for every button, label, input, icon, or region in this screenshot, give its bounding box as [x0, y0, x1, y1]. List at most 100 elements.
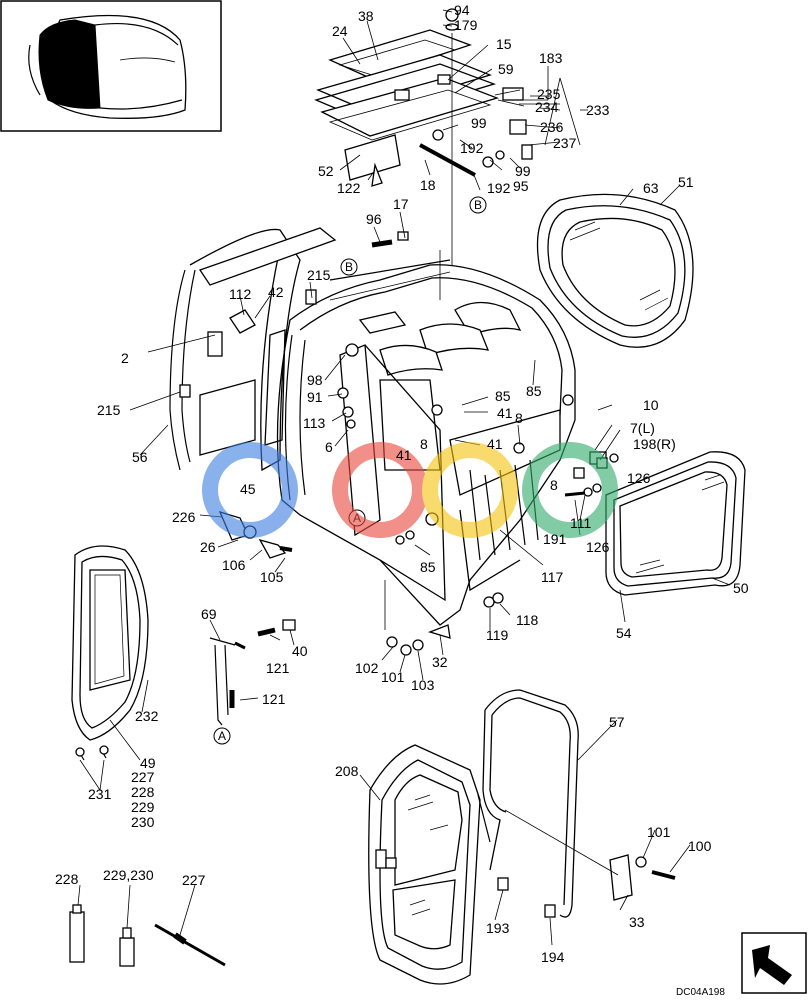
callout-229: 229: [131, 799, 155, 815]
callout-105: 105: [260, 569, 284, 585]
callout-119: 119: [486, 627, 509, 643]
callout-229-230: 229,230: [103, 867, 154, 883]
callout-labels: 94 179 38 24 15 59 183 235 234 233 236 2…: [55, 2, 749, 965]
callout-121: 121: [262, 691, 286, 707]
callout-15: 15: [496, 36, 512, 52]
callout-98: 98: [307, 372, 323, 388]
callout-183: 183: [539, 50, 563, 66]
cgsc-watermark: [202, 442, 618, 538]
callout-94: 94: [454, 2, 470, 18]
callout-215: 215: [307, 267, 331, 283]
callout-235: 235: [537, 86, 561, 102]
callout-38: 38: [358, 8, 374, 24]
callout-91: 91: [307, 389, 323, 405]
callout-56: 56: [132, 449, 148, 465]
callout-101: 101: [647, 824, 671, 840]
roof-window-glass: [536, 193, 694, 348]
callout-106: 106: [222, 557, 246, 573]
callout-63: 63: [643, 180, 659, 196]
callout-7l: 7(L): [630, 420, 655, 436]
roof-hatch-assembly: [314, 8, 533, 300]
callout-85: 85: [495, 388, 511, 404]
callout-227: 227: [182, 872, 206, 888]
callout-41: 41: [396, 447, 412, 463]
callout-32: 32: [432, 654, 448, 670]
callout-122: 122: [337, 180, 361, 196]
callout-41: 41: [487, 436, 503, 452]
callout-96: 96: [366, 211, 382, 227]
callout-192: 192: [487, 180, 511, 196]
callout-17: 17: [393, 196, 409, 212]
callout-99: 99: [471, 115, 487, 131]
callout-49: 49: [140, 755, 156, 771]
ref-mark-b: B: [345, 260, 353, 274]
cab-door: [368, 744, 481, 985]
callout-237: 237: [553, 135, 577, 151]
callout-103: 103: [411, 677, 435, 693]
callout-121: 121: [266, 660, 290, 676]
ref-mark-b: B: [474, 198, 482, 212]
callout-45: 45: [240, 481, 256, 497]
diagram-code: DC04A198: [676, 987, 725, 998]
callout-191: 191: [543, 531, 567, 547]
cab-frame: [276, 259, 576, 626]
callout-40: 40: [292, 643, 308, 659]
callout-33: 33: [629, 914, 645, 930]
callout-194: 194: [541, 949, 565, 965]
callout-208: 208: [335, 763, 359, 779]
door-seal: [477, 689, 676, 918]
callout-57: 57: [609, 714, 625, 730]
callout-111: 111: [570, 515, 591, 531]
callout-8: 8: [550, 477, 558, 493]
callout-85: 85: [420, 559, 436, 575]
callout-232: 232: [135, 708, 159, 724]
callout-42: 42: [268, 284, 284, 300]
leader-lines: [77, 9, 731, 946]
callout-95: 95: [513, 178, 529, 194]
callout-85: 85: [526, 383, 542, 399]
callout-215: 215: [97, 402, 121, 418]
callout-198r: 198(R): [633, 436, 676, 452]
callout-234: 234: [535, 99, 559, 115]
callout-236: 236: [540, 119, 564, 135]
callout-41: 41: [497, 405, 513, 421]
callout-233: 233: [586, 102, 610, 118]
callout-227: 227: [131, 769, 155, 785]
callout-112: 112: [229, 286, 252, 302]
inset-seat-cover-view: [0, 0, 222, 132]
callout-228: 228: [131, 784, 155, 800]
callout-8: 8: [515, 410, 523, 426]
callout-99: 99: [515, 163, 531, 179]
callout-101: 101: [381, 669, 405, 685]
callout-69: 69: [201, 606, 217, 622]
callout-59: 59: [498, 61, 514, 77]
callout-231: 231: [88, 786, 112, 802]
callout-117: 117: [541, 569, 564, 585]
callout-126: 126: [627, 470, 651, 486]
callout-50: 50: [733, 580, 749, 596]
callout-6: 6: [325, 439, 333, 455]
callout-113: 113: [303, 415, 326, 431]
callout-193: 193: [486, 920, 510, 936]
callout-2: 2: [121, 350, 129, 366]
orientation-arrow-icon: [741, 932, 807, 994]
callout-102: 102: [355, 660, 379, 676]
callout-26: 26: [200, 539, 216, 555]
callout-230: 230: [131, 814, 155, 830]
callout-51: 51: [678, 174, 694, 190]
callout-192: 192: [460, 140, 484, 156]
callout-228: 228: [55, 871, 79, 887]
callout-100: 100: [688, 838, 712, 854]
callout-118: 118: [516, 612, 539, 628]
callout-52: 52: [318, 163, 334, 179]
callout-8: 8: [420, 436, 428, 452]
callout-126: 126: [586, 539, 610, 555]
rear-window: [71, 545, 149, 761]
ref-mark-a: A: [218, 729, 226, 743]
callout-179: 179: [454, 17, 478, 33]
callout-54: 54: [616, 625, 632, 641]
left-door-panel: [169, 227, 337, 472]
callout-10: 10: [643, 397, 659, 413]
